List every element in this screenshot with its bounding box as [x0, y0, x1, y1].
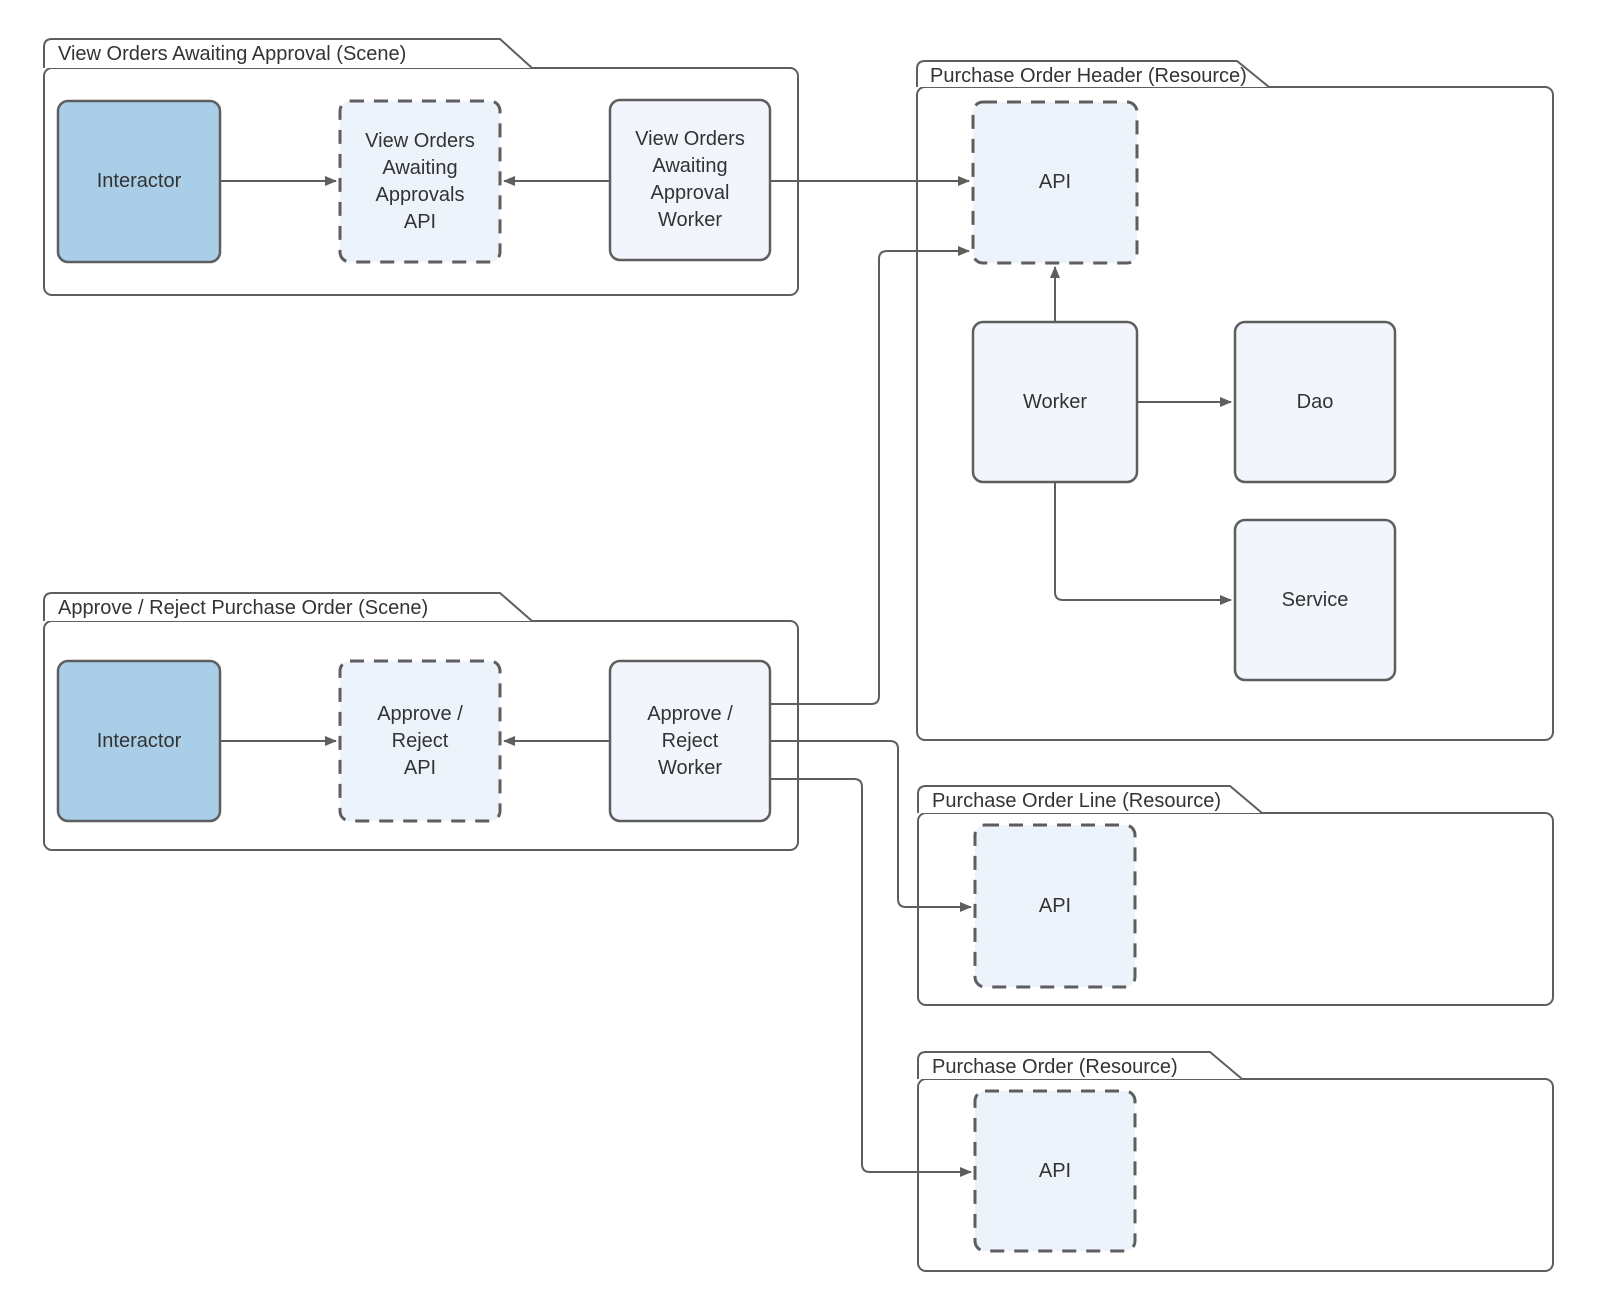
node-po-header-worker[interactable]	[971, 320, 1139, 484]
node-po-header-api[interactable]	[971, 100, 1139, 265]
edge-po-header-worker-to-service	[1054, 482, 1232, 605]
node-scene1-api[interactable]	[338, 99, 502, 264]
node-po-header-dao[interactable]	[1233, 320, 1397, 484]
node-po-header-service[interactable]	[1233, 518, 1397, 682]
container-view-orders-scene-tab[interactable]	[43, 38, 533, 69]
node-scene2-interactor[interactable]	[56, 659, 222, 823]
node-scene2-worker[interactable]	[608, 659, 772, 823]
node-scene2-api[interactable]	[338, 659, 502, 823]
node-scene1-interactor[interactable]	[56, 99, 222, 264]
node-po-api[interactable]	[973, 1089, 1137, 1253]
container-po-line-resource-tab[interactable]	[917, 785, 1263, 814]
edge-scene2-worker-to-po-header-api	[770, 246, 970, 705]
container-approve-reject-scene-tab[interactable]	[43, 592, 533, 622]
edge-scene2-worker-to-po-api	[770, 778, 972, 1177]
node-scene1-worker[interactable]	[608, 98, 772, 262]
container-po-resource-tab[interactable]	[917, 1051, 1243, 1080]
node-po-line-api[interactable]	[973, 823, 1137, 989]
edge-scene2-worker-to-po-line-api	[770, 740, 972, 912]
container-po-header-resource-tab[interactable]	[916, 60, 1270, 88]
